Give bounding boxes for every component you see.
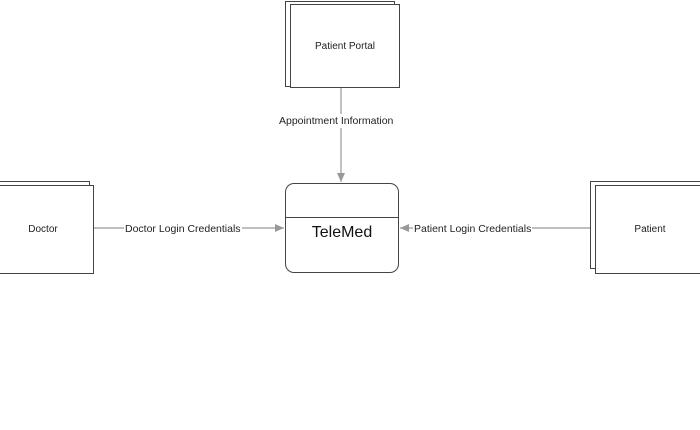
appointment-information-label: Appointment Information bbox=[278, 114, 395, 128]
patient-portal-label: Patient Portal bbox=[314, 40, 376, 52]
telemed-process[interactable]: TeleMed bbox=[285, 183, 399, 273]
patient-entity[interactable]: Patient bbox=[595, 185, 700, 274]
patient-label: Patient bbox=[634, 224, 666, 235]
doctor-login-credentials-label: Doctor Login Credentials bbox=[124, 222, 242, 236]
process-divider bbox=[286, 217, 398, 218]
patient-portal-entity[interactable]: Patient Portal bbox=[290, 4, 400, 88]
doctor-entity[interactable]: Doctor bbox=[0, 185, 94, 274]
telemed-label: TeleMed bbox=[311, 224, 373, 241]
doctor-label: Doctor bbox=[28, 224, 58, 235]
patient-login-credentials-label: Patient Login Credentials bbox=[413, 222, 533, 236]
